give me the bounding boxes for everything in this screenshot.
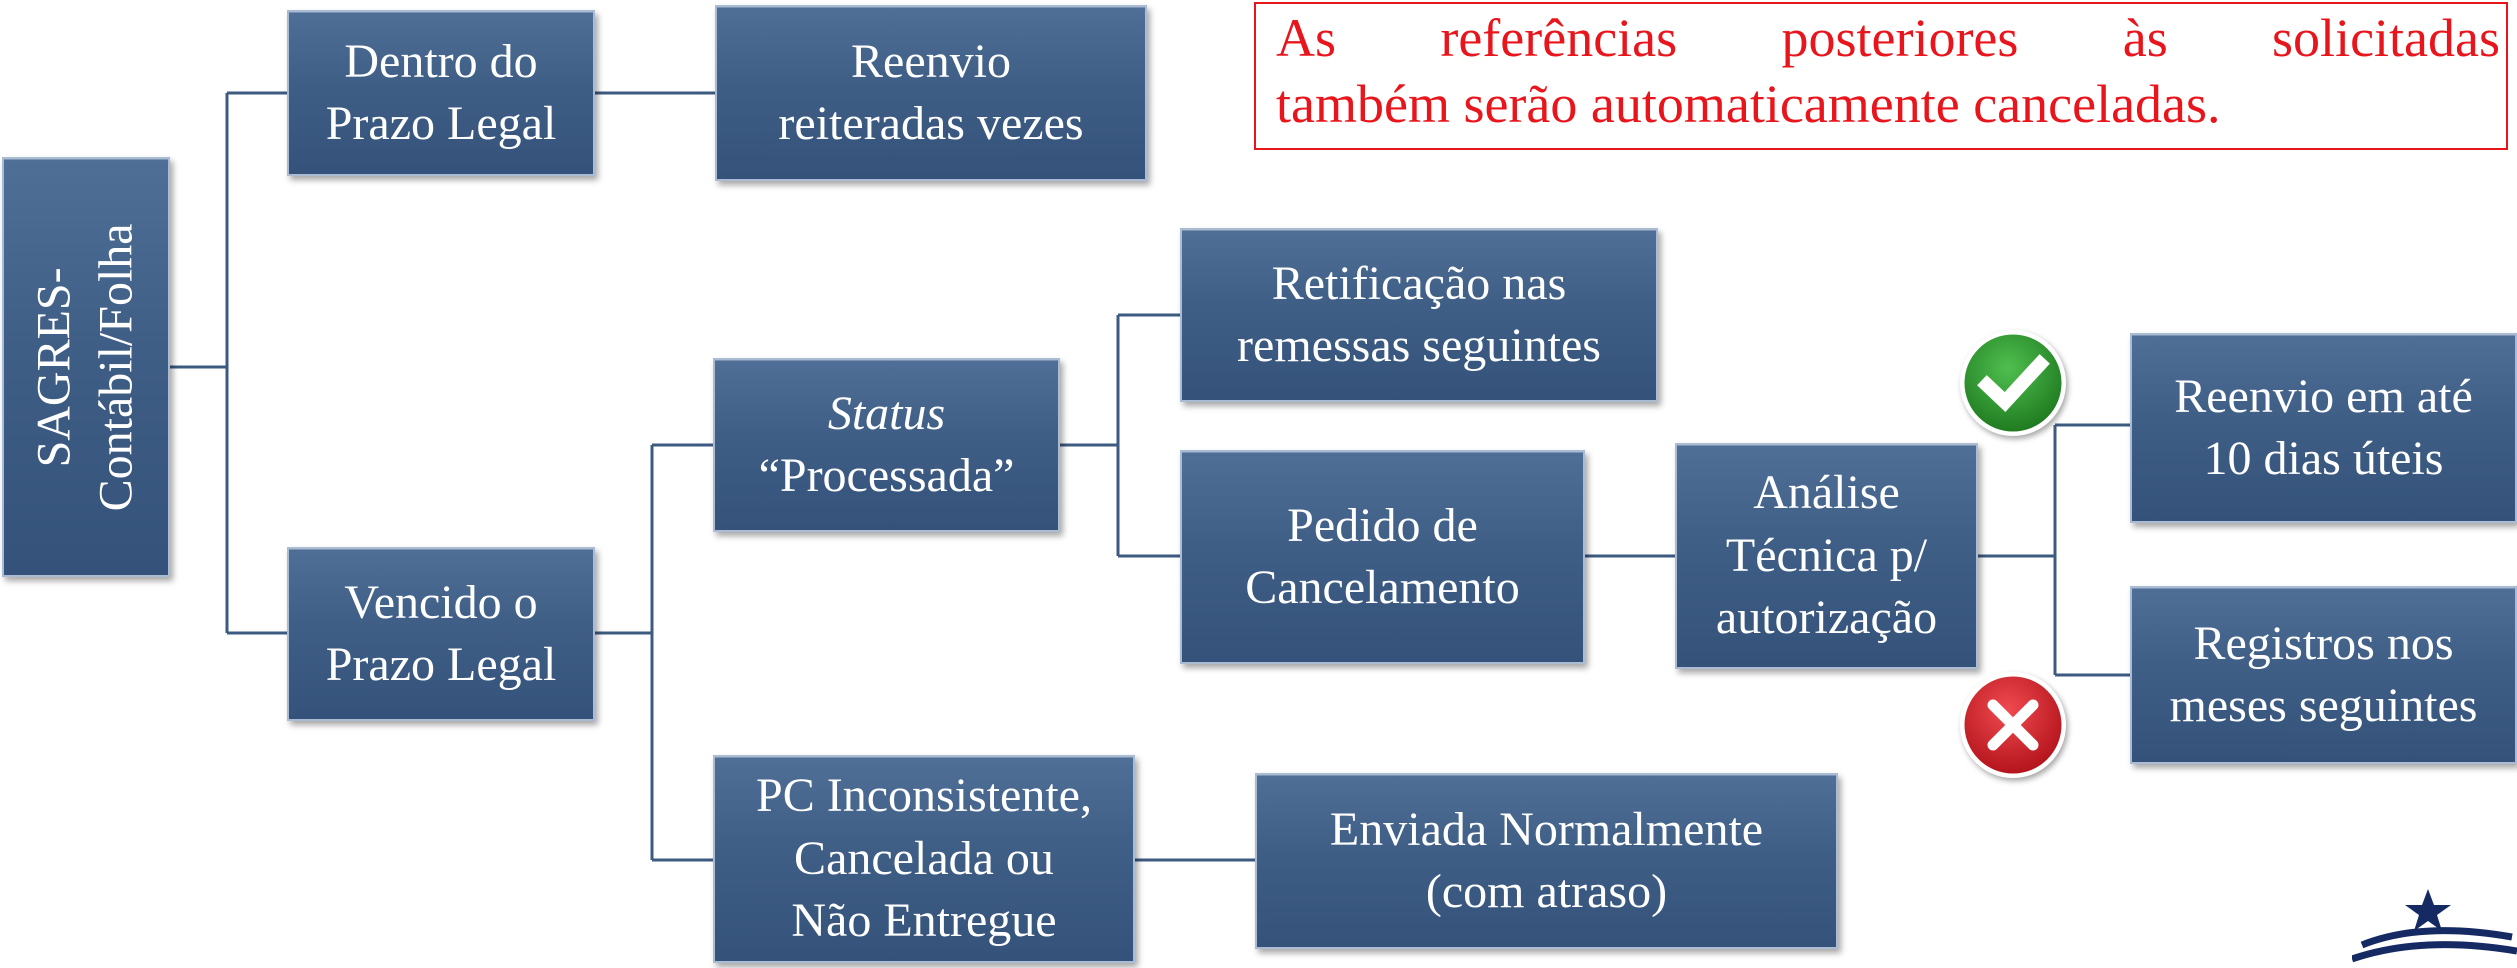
note-line-1: As referências posteriores às solicitada…	[1276, 8, 2500, 68]
node-cancellation-request-line-2: Cancelamento	[1245, 561, 1520, 614]
node-pc-inconsistent: PC Inconsistente, Cancelada ou Não Entre…	[713, 755, 1135, 963]
node-deadline-expired-line-2: Prazo Legal	[325, 638, 557, 691]
node-technical-analysis-line-3: autorização	[1715, 591, 1938, 645]
node-resend-repeatedly-line-1: Reenvio	[851, 34, 1011, 88]
node-status-processed-line-1: Status	[827, 386, 946, 440]
node-sent-normally: Enviada Normalmente (com atraso)	[1255, 773, 1838, 949]
note-line-2: também serão automaticamente canceladas.	[1276, 73, 2221, 134]
node-records-next-months-line-1: Registros nos	[2193, 616, 2454, 670]
node-records-next-months-line-2: meses seguintes	[2169, 679, 2478, 732]
node-deadline-expired-line-1: Vencido o	[344, 575, 538, 629]
node-sent-normally-line-1: Enviada Normalmente	[1329, 802, 1764, 856]
node-cancellation-request: Pedido de Cancelamento	[1180, 450, 1585, 664]
node-sagres-root-line-2: Contábil/Folha	[90, 223, 143, 511]
node-resend-repeatedly-line-2: reiteradas vezes	[778, 97, 1084, 150]
x-icon	[1960, 672, 2066, 778]
node-rectification-line-2: remessas seguintes	[1237, 319, 1601, 372]
node-deadline-expired: Vencido o Prazo Legal	[287, 547, 595, 721]
node-pc-inconsistent-line-2: Cancelada ou	[794, 831, 1054, 885]
node-status-processed-line-2: “Processada”	[758, 449, 1015, 502]
node-sagres-root: SAGRES- Contábil/Folha	[2, 157, 170, 577]
node-status-processed: Status “Processada”	[713, 358, 1060, 532]
node-resend-repeatedly: Reenvio reiteradas vezes	[715, 5, 1147, 181]
node-within-deadline-line-2: Prazo Legal	[325, 97, 557, 150]
node-resend-10-days-line-1: Reenvio em até	[2174, 369, 2473, 423]
node-within-deadline-line-1: Dentro do	[344, 34, 538, 88]
note-box: As referências posteriores às solicitada…	[1254, 2, 2508, 150]
node-within-deadline: Dentro do Prazo Legal	[287, 10, 595, 176]
node-technical-analysis-line-1: Análise	[1753, 466, 1900, 520]
star-logo-icon	[2350, 885, 2517, 963]
node-records-next-months: Registros nos meses seguintes	[2130, 586, 2517, 764]
check-icon	[1960, 330, 2066, 436]
node-resend-10-days-line-2: 10 dias úteis	[2203, 432, 2444, 485]
node-rectification: Retificação nas remessas seguintes	[1180, 228, 1658, 402]
node-technical-analysis-line-2: Técnica p/	[1725, 528, 1928, 582]
node-pc-inconsistent-line-3: Não Entregue	[791, 894, 1057, 948]
node-rectification-line-1: Retificação nas	[1271, 256, 1567, 310]
node-cancellation-request-line-1: Pedido de	[1287, 498, 1478, 552]
node-technical-analysis: Análise Técnica p/ autorização	[1675, 443, 1978, 669]
node-resend-10-days: Reenvio em até 10 dias úteis	[2130, 333, 2517, 523]
node-pc-inconsistent-line-1: PC Inconsistente,	[756, 769, 1092, 823]
node-sagres-root-line-1: SAGRES-	[27, 266, 81, 468]
node-sent-normally-line-2: (com atraso)	[1425, 865, 1668, 918]
